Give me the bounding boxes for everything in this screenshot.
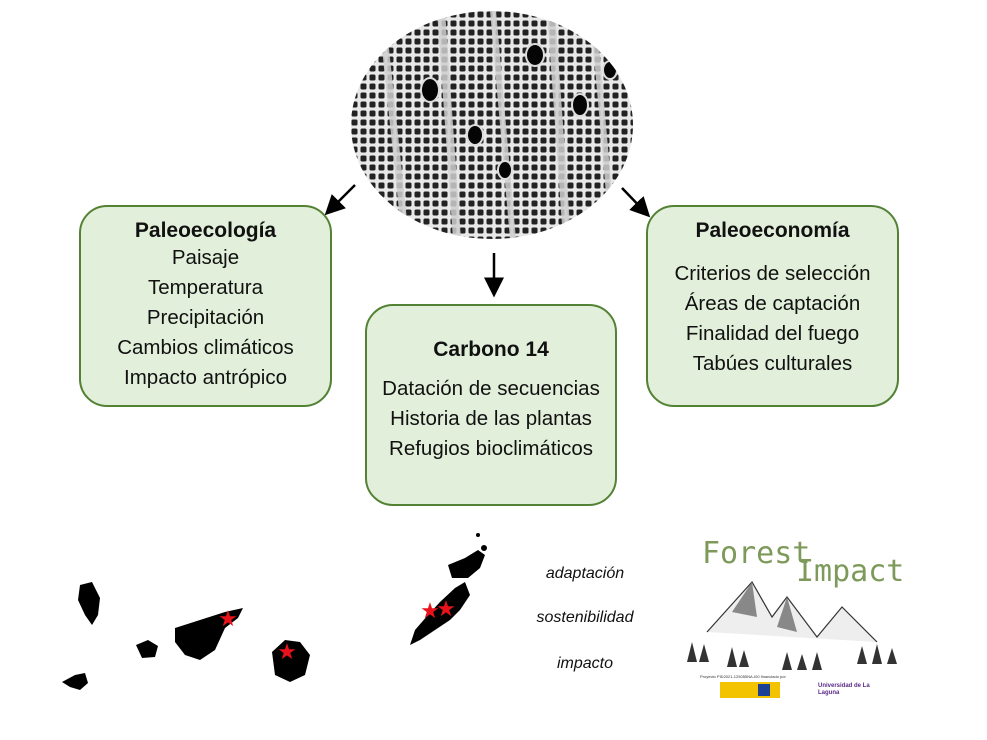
paleoeconomia-box: Paleoeconomía Criterios de selección Áre… <box>646 205 899 407</box>
canary-islands-map: ★ ★ ★ ★ <box>62 533 487 690</box>
keyword-impacto: impacto <box>556 655 614 672</box>
box-item: Temperatura <box>147 276 264 299</box>
charcoal-micrograph <box>351 11 633 239</box>
box-item: Precipitación <box>146 306 265 329</box>
site-marker-icon: ★ <box>277 639 297 664</box>
box-title: Carbono 14 <box>433 338 549 361</box>
box-title: Paleoeconomía <box>695 219 850 242</box>
logo-title-impact: Impact <box>796 554 905 589</box>
arrow-to-paleoeconomia <box>621 187 651 218</box>
box-item: Paisaje <box>171 246 240 269</box>
box-title: Paleoecología <box>134 219 277 242</box>
box-item: Cambios climáticos <box>117 336 294 359</box>
funding-logos <box>720 682 780 698</box>
funding-text: Proyecto PID2021-125055NA-I00 financiado… <box>700 674 786 679</box>
carbono-box: Carbono 14 Datación de secuencias Histor… <box>365 304 617 506</box>
site-marker-icon: ★ <box>420 598 440 623</box>
box-item: Historia de las plantas <box>390 407 592 430</box>
arrows <box>324 184 651 298</box>
island-lanzarote <box>448 550 485 578</box>
island-la-palma <box>78 582 100 625</box>
island-tenerife <box>175 608 243 660</box>
forest-impact-logo: Forest Impact Proyecto PID2021-125055NA-… <box>672 532 912 707</box>
site-marker-icon: ★ <box>218 606 238 631</box>
island-fuerteventura <box>410 582 470 645</box>
box-item: Áreas de captación <box>684 292 861 315</box>
box-item: Datación de secuencias <box>382 377 600 400</box>
logo-title-forest: Forest <box>702 536 811 571</box>
ull-logo-text: Universidad de La Laguna <box>818 683 870 696</box>
box-item: Finalidad del fuego <box>685 322 860 345</box>
mountains-illustration <box>687 580 897 670</box>
site-marker-icon: ★ <box>436 596 456 621</box>
island-el-hierro <box>62 673 88 690</box>
box-item: Refugios bioclimáticos <box>389 437 593 460</box>
keyword-adaptacion: adaptación <box>545 565 625 582</box>
arrow-to-paleoecologia <box>324 184 356 216</box>
island-la-gomera <box>136 640 158 658</box>
box-item: Criterios de selección <box>674 262 871 285</box>
keyword-sostenibilidad: sostenibilidad <box>536 609 634 626</box>
box-item: Tabúes culturales <box>692 352 853 375</box>
paleoecologia-box: Paleoecología Paisaje Temperatura Precip… <box>79 205 332 407</box>
island-gran-canaria <box>272 640 310 682</box>
box-item: Impacto antrópico <box>124 366 287 389</box>
